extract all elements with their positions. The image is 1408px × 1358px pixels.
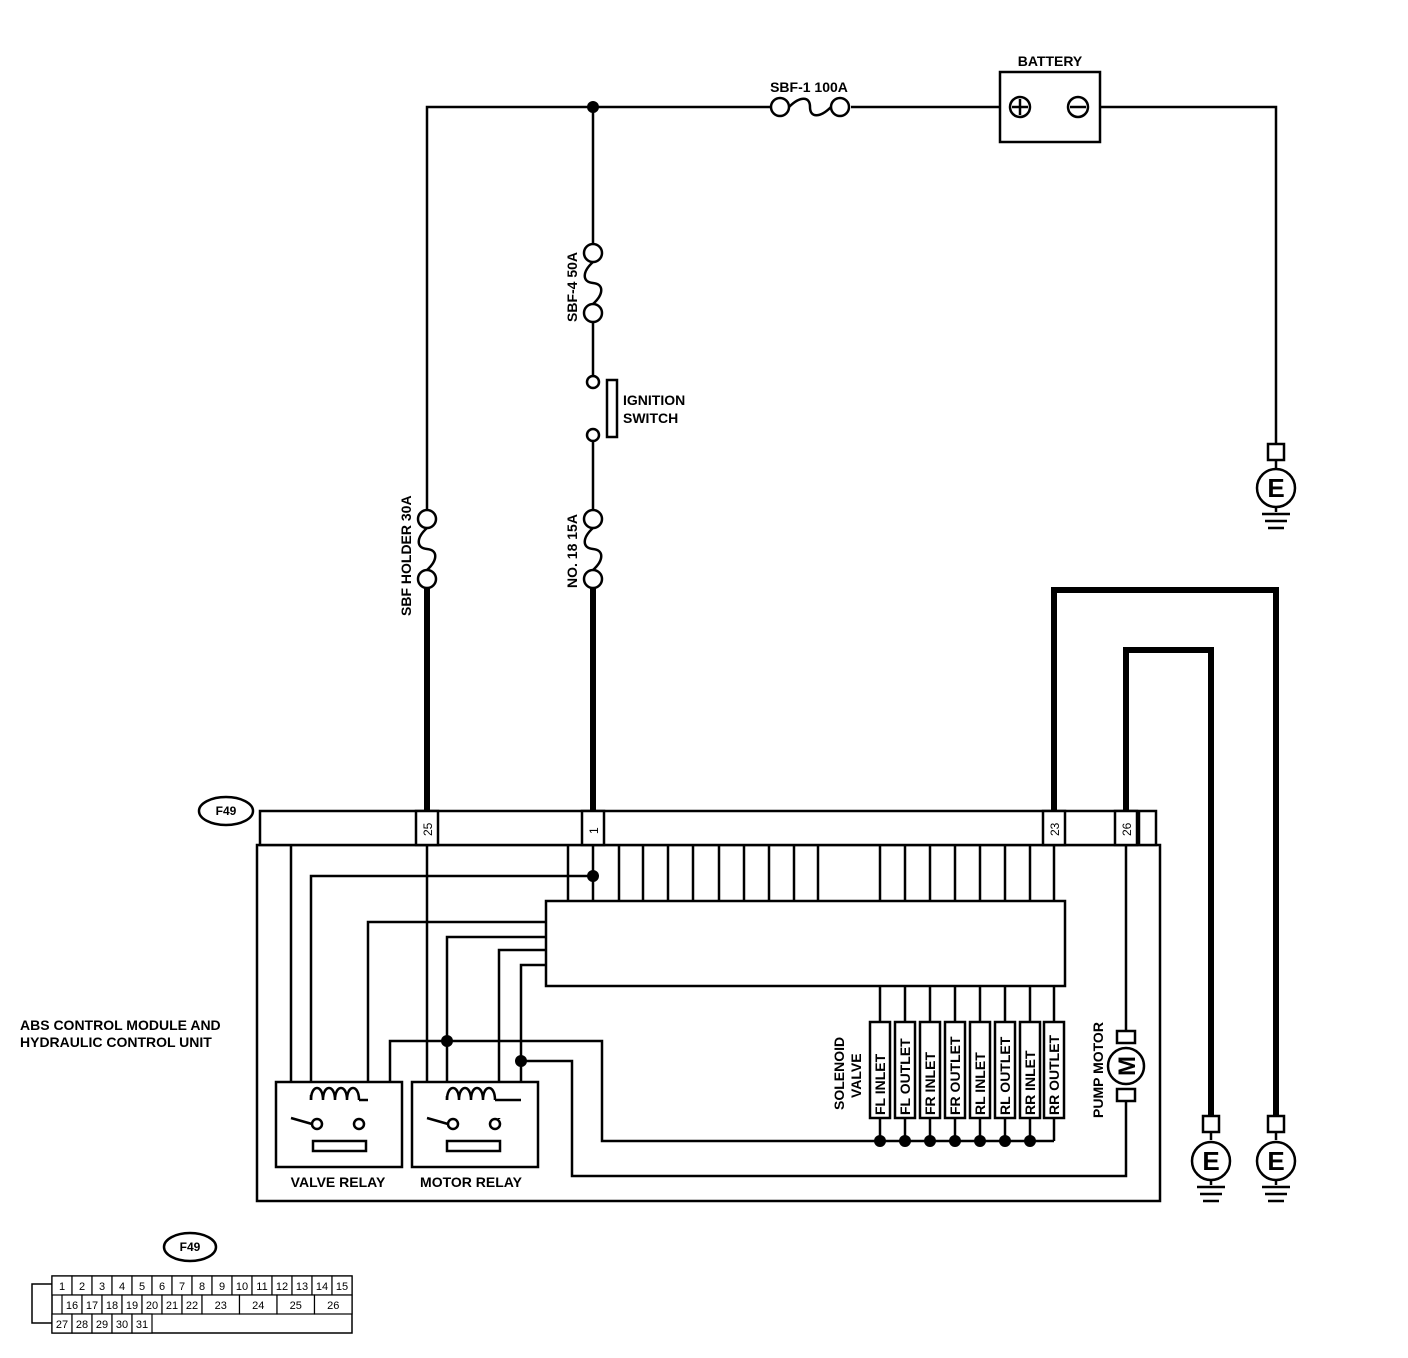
- pin-number: 20: [146, 1300, 158, 1312]
- ignition-contact-bottom: [585, 427, 601, 443]
- pin-number: 9: [219, 1281, 225, 1293]
- pin-number: 30: [116, 1319, 128, 1331]
- valve-control-wires: [878, 986, 1056, 1022]
- ignition-switch-lever: [605, 378, 619, 439]
- ground-symbol: E: [1202, 1146, 1219, 1176]
- pin-number: 6: [159, 1281, 165, 1293]
- fuse-sbf1: SBF-1 100A: [769, 79, 851, 118]
- battery: BATTERY: [998, 53, 1102, 144]
- ground-top-right: E: [1255, 442, 1297, 530]
- pin-number: 16: [66, 1300, 78, 1312]
- pin-number: 28: [76, 1319, 88, 1331]
- pin-cell: [131, 1313, 153, 1334]
- motor-relay-label: MOTOR RELAY: [420, 1174, 523, 1190]
- pin-25-label: 25: [421, 822, 435, 836]
- pin-number: 13: [296, 1281, 308, 1293]
- ground-symbol: E: [1267, 1146, 1284, 1176]
- pin-26-label: 26: [1120, 822, 1134, 836]
- fuse-holder-branch: SBF HOLDER 30A: [398, 495, 438, 812]
- abs-module: 25 1 23 26 F49: [20, 795, 1162, 1203]
- pin-number: 29: [96, 1319, 108, 1331]
- ground-wires: [1051, 587, 1279, 1116]
- motor-relay-coil: [445, 1086, 497, 1101]
- pin-number: 2: [79, 1281, 85, 1293]
- connector-f49-oval: [197, 795, 255, 827]
- module-label-1: ABS CONTROL MODULE AND: [20, 1017, 221, 1033]
- pin-number: 31: [136, 1319, 148, 1331]
- pump-motor: M PUMP MOTOR: [521, 845, 1146, 1178]
- fuse-holder-label: SBF HOLDER 30A: [398, 495, 414, 616]
- pin-number: 11: [256, 1281, 267, 1293]
- solenoid-label-2: VALVE: [848, 1053, 864, 1098]
- fuse-sbf1-label: SBF-1 100A: [770, 79, 848, 95]
- ground-bottom-right: E: [1255, 1114, 1297, 1203]
- pin-number: 15: [336, 1281, 348, 1293]
- fuse-no18-label: NO. 18 15A: [564, 514, 580, 588]
- pin-number: 26: [327, 1300, 339, 1312]
- pin-number: 23: [215, 1300, 227, 1312]
- control-unit-box: [544, 899, 1067, 988]
- pin-number: 7: [179, 1281, 185, 1293]
- pin-23-label: 23: [1048, 822, 1062, 836]
- pin-number: 21: [166, 1300, 178, 1312]
- relay-wiring: [289, 845, 599, 1118]
- pump-motor-label: PUMP MOTOR: [1090, 1022, 1106, 1118]
- valve-relay-label: VALVE RELAY: [291, 1174, 386, 1190]
- valve-label: FL OUTLET: [897, 1038, 913, 1115]
- ignition-label-2: SWITCH: [623, 410, 678, 426]
- pin-number: 24: [252, 1300, 264, 1312]
- motor-symbol: M: [1114, 1056, 1141, 1076]
- pin-number: 22: [186, 1300, 198, 1312]
- motor-relay: MOTOR RELAY: [410, 1080, 540, 1190]
- pin-number: 8: [199, 1281, 205, 1293]
- module-label-2: HYDRAULIC CONTROL UNIT: [20, 1034, 212, 1050]
- valve-label: RR OUTLET: [1046, 1034, 1062, 1115]
- valve-label: RL OUTLET: [997, 1036, 1013, 1115]
- solenoid-label-1: SOLENOID: [831, 1037, 847, 1110]
- pin-number: 19: [126, 1300, 138, 1312]
- ignition-label-1: IGNITION: [623, 392, 685, 408]
- controller-wires: [566, 845, 1056, 901]
- ground-symbol: E: [1267, 473, 1284, 503]
- pin-number: 25: [290, 1300, 302, 1312]
- valve-relay: VALVE RELAY: [274, 1080, 404, 1190]
- valve-bus: [388, 1039, 1056, 1147]
- pin-number: 4: [119, 1281, 125, 1293]
- valve-label: RL INLET: [972, 1052, 988, 1115]
- top-wiring: [425, 101, 1278, 519]
- pin-number: 5: [139, 1281, 145, 1293]
- pin-number: 1: [59, 1281, 65, 1293]
- pin-number: 18: [106, 1300, 118, 1312]
- valve-relay-coil: [309, 1086, 361, 1101]
- valve-label: RR INLET: [1022, 1050, 1038, 1115]
- pin-1-label: 1: [587, 827, 601, 834]
- pinout-connector-label: F49: [180, 1240, 201, 1254]
- ignition-branch: SBF-4 50A IGNITION SWITCH NO. 18 15A: [564, 107, 685, 812]
- pin-cell: [313, 1294, 353, 1315]
- pin-number: 27: [56, 1319, 68, 1331]
- motor-relay-contact: [445, 1139, 502, 1153]
- fuse-sbf4-label: SBF-4 50A: [564, 252, 580, 322]
- ignition-contact-top: [585, 374, 601, 390]
- valve-label: FL INLET: [872, 1053, 888, 1115]
- pin-number: 10: [236, 1281, 248, 1293]
- ground-bottom-left: E: [1190, 1114, 1232, 1203]
- valve-label: FR INLET: [922, 1052, 938, 1115]
- connector-f49-label: F49: [216, 804, 237, 818]
- pin-number: 17: [86, 1300, 98, 1312]
- pin-number: 14: [316, 1281, 328, 1293]
- pin-number: 3: [99, 1281, 105, 1293]
- valve-relay-contact: [311, 1139, 368, 1153]
- valve-label: FR OUTLET: [947, 1036, 963, 1115]
- pin-number: 12: [276, 1281, 288, 1293]
- battery-label: BATTERY: [1018, 53, 1083, 69]
- connector-strip: [258, 809, 1158, 847]
